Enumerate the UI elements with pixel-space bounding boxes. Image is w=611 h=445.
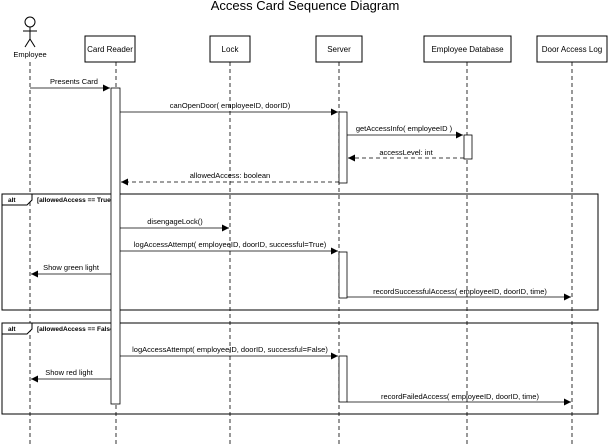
- activation-server-2: [338, 251, 348, 299]
- fragment-guard: [allowedAccess == False]: [37, 326, 116, 333]
- message-label-get-access-info: getAccessInfo( employeeID ): [356, 124, 453, 133]
- message-label-record-successful-access: recordSuccessfulAccess( employeeID, door…: [373, 287, 547, 296]
- message-label-log-attempt-false: logAccessAttempt( employeeID, doorID, su…: [132, 345, 328, 354]
- participant-label-server: Server: [327, 45, 351, 54]
- diagram-title: Access Card Sequence Diagram: [211, 0, 400, 13]
- message-label-log-attempt-true: logAccessAttempt( employeeID, doorID, su…: [134, 240, 327, 249]
- participant-label-employee-database: Employee Database: [431, 45, 504, 54]
- message-label-show-green-light: Show green light: [43, 263, 100, 272]
- message-label-access-level: accessLevel: int: [379, 148, 433, 157]
- participant-label-door-access-log: Door Access Log: [542, 45, 602, 54]
- participant-door-access-log: Door Access Log: [536, 35, 608, 63]
- employee-actor-icon: [23, 16, 37, 48]
- fragment-operator: alt: [8, 197, 16, 204]
- alt-fragment-false: alt [allowedAccess == False]: [1, 322, 599, 415]
- message-label-record-failed-access: recordFailedAccess( employeeID, doorID, …: [381, 392, 539, 401]
- participant-label-card-reader: Card Reader: [87, 45, 133, 54]
- message-label-presents-card: Presents Card: [50, 77, 98, 86]
- message-label-can-open-door: canOpenDoor( employeeID, doorID): [170, 101, 291, 110]
- participant-label-lock: Lock: [222, 45, 240, 54]
- message-label-disengage-lock: disengageLock(): [147, 217, 203, 226]
- activation-card-reader: [110, 87, 121, 405]
- activation-server-3: [338, 355, 348, 403]
- alt-fragment-true: alt [allowedAccess == True]: [1, 193, 599, 311]
- message-label-show-red-light: Show red light: [45, 368, 93, 377]
- participant-card-reader: Card Reader: [84, 35, 136, 63]
- participant-employee-database: Employee Database: [423, 35, 512, 63]
- fragment-guard: [allowedAccess == True]: [37, 197, 113, 204]
- activation-server-1: [338, 111, 348, 184]
- fragment-operator: alt: [8, 326, 16, 333]
- participant-lock: Lock: [209, 35, 251, 63]
- participant-server: Server: [315, 35, 363, 63]
- message-label-allowed-access: allowedAccess: boolean: [190, 171, 270, 180]
- actor-label-employee: Employee: [13, 50, 46, 59]
- activation-employee-database: [463, 134, 473, 160]
